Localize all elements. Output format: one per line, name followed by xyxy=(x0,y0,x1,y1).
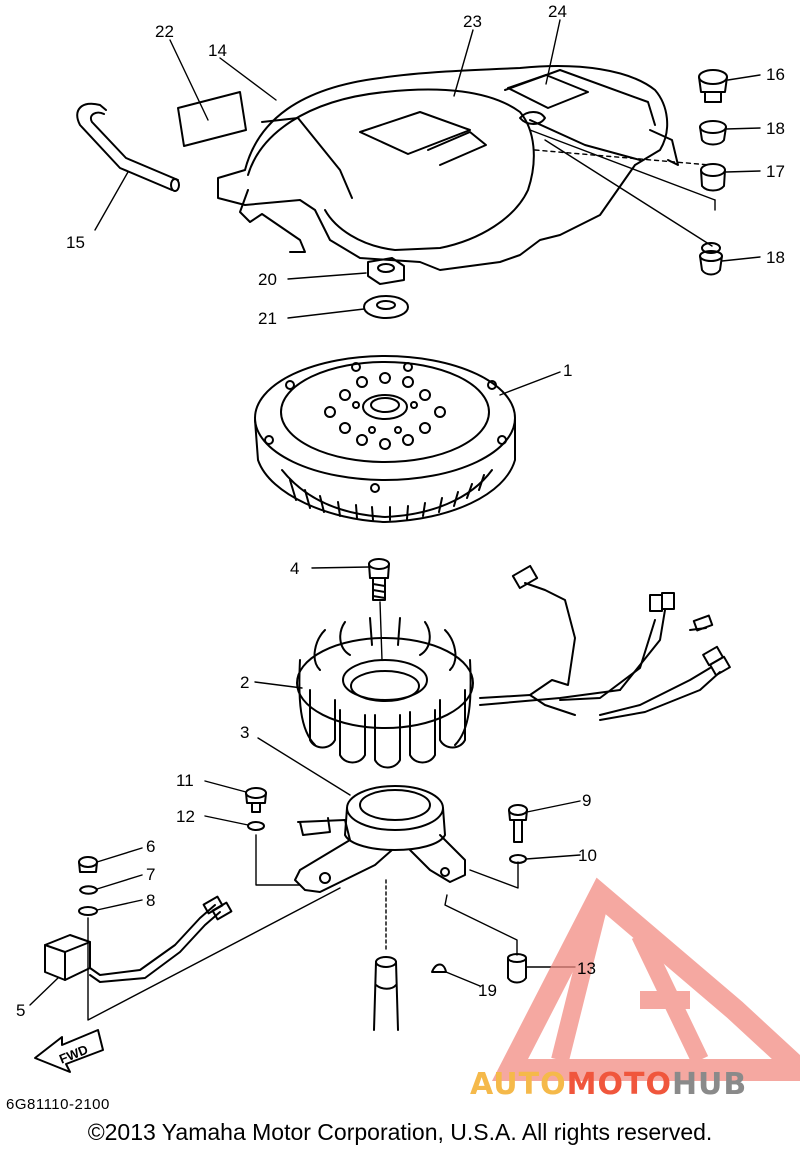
plug-17 xyxy=(700,163,726,192)
brand-part-3: HUB xyxy=(671,1067,748,1102)
callout-7: 7 xyxy=(146,865,155,884)
collar-13 xyxy=(507,953,527,984)
callout-4: 4 xyxy=(290,559,299,578)
washer-12 xyxy=(247,821,265,831)
assembly-lines xyxy=(87,129,716,1021)
bolt-4 xyxy=(368,558,390,601)
flywheel-cover xyxy=(217,65,679,271)
washer-8 xyxy=(78,906,98,916)
callout-12: 12 xyxy=(176,807,195,826)
callout-3: 3 xyxy=(240,723,249,742)
callout-14: 14 xyxy=(208,41,227,60)
callout-17: 17 xyxy=(766,162,785,181)
lock-washer-7 xyxy=(79,885,98,895)
label-22 xyxy=(177,91,247,147)
brand-part-2: MOTO xyxy=(566,1067,672,1102)
automotohub-logo xyxy=(491,877,800,1081)
callout-20: 20 xyxy=(258,270,277,289)
woodruff-key-19 xyxy=(431,963,447,973)
watermark-brand: AUTOMOTOHUB xyxy=(470,1067,747,1102)
grommet-16 xyxy=(698,69,728,103)
nut-20 xyxy=(367,257,405,285)
callout-21: 21 xyxy=(258,309,277,328)
callout-23: 23 xyxy=(463,12,482,31)
collar-18-lower xyxy=(699,242,723,276)
breather-hose xyxy=(76,102,180,192)
callout-15: 15 xyxy=(66,233,85,252)
callout-11: 11 xyxy=(176,771,194,790)
callout-13: 13 xyxy=(577,959,596,978)
label-24 xyxy=(507,74,589,109)
washer-21 xyxy=(363,295,409,319)
screw-6 xyxy=(78,856,98,873)
callout-6: 6 xyxy=(146,837,155,856)
callout-24: 24 xyxy=(548,2,567,21)
brand-part-1: AUTO xyxy=(470,1067,567,1102)
screw-11 xyxy=(245,787,267,813)
callout-5: 5 xyxy=(16,1001,25,1020)
collar-18-upper xyxy=(699,120,727,146)
stator-coil xyxy=(296,564,731,769)
screw-9 xyxy=(508,804,528,843)
callout-18-upper: 18 xyxy=(766,119,785,138)
base-plate xyxy=(294,785,466,893)
copyright-notice: ©2013 Yamaha Motor Corporation, U.S.A. A… xyxy=(87,1119,713,1145)
callout-19: 19 xyxy=(478,981,497,1000)
pulser-coil xyxy=(44,895,233,983)
crankshaft-end xyxy=(373,956,399,1031)
callout-18-lower: 18 xyxy=(766,248,785,267)
callout-8: 8 xyxy=(146,891,155,910)
callout-16: 16 xyxy=(766,65,785,84)
callout-22: 22 xyxy=(155,22,174,41)
flywheel-rotor xyxy=(254,355,516,523)
diagram-code: 6G81110-2100 xyxy=(6,1096,110,1113)
callout-10: 10 xyxy=(578,846,597,865)
callout-1: 1 xyxy=(563,361,572,380)
callout-2: 2 xyxy=(240,673,249,692)
callout-9: 9 xyxy=(582,791,591,810)
fwd-arrow xyxy=(34,1029,104,1073)
leader-lines xyxy=(29,19,761,1006)
